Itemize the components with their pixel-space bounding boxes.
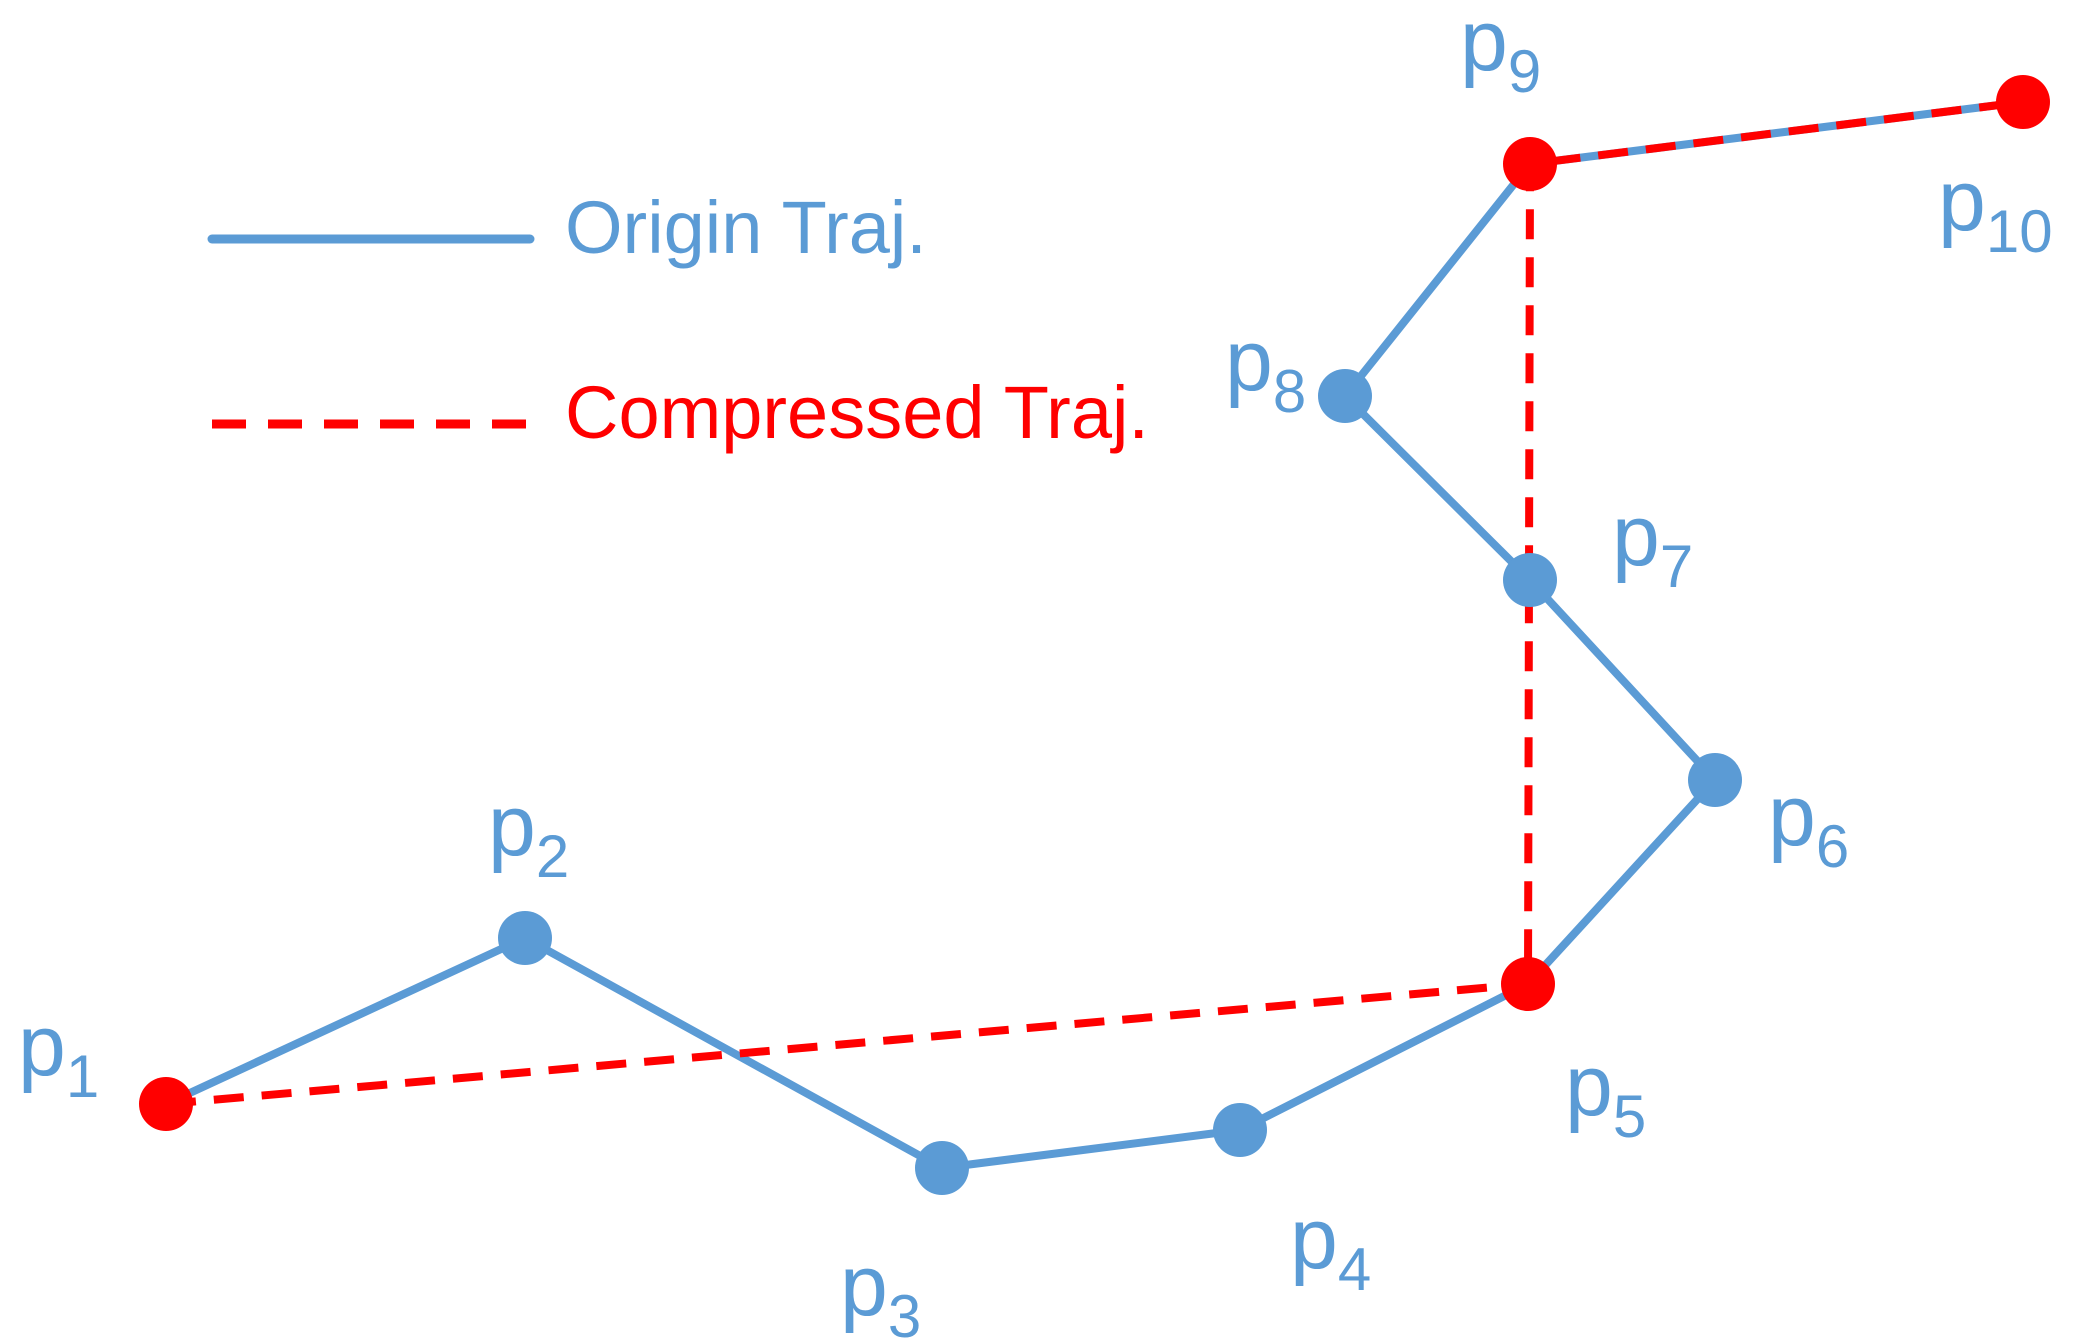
point-label-subscript: 1 <box>66 1043 99 1110</box>
point-marker-p7 <box>1503 553 1557 607</box>
point-label-p8: p8 <box>1225 313 1306 425</box>
point-label-base: p <box>1768 768 1816 864</box>
legend: Origin Traj. Compressed Traj. <box>207 186 1149 454</box>
point-label-p6: p6 <box>1768 768 1849 880</box>
point-label-base: p <box>18 998 66 1094</box>
point-label-subscript: 7 <box>1660 533 1693 600</box>
point-label-base: p <box>1225 313 1273 409</box>
point-marker-p6 <box>1688 753 1742 807</box>
point-label-p4: p4 <box>1290 1191 1371 1303</box>
point-label-base: p <box>1290 1191 1338 1287</box>
point-label-p3: p3 <box>840 1238 921 1340</box>
trajectory-points <box>139 75 2050 1195</box>
point-marker-p8 <box>1318 369 1372 423</box>
point-label-base: p <box>1938 153 1986 249</box>
point-label-subscript: 5 <box>1613 1083 1646 1150</box>
point-label-base: p <box>1612 488 1660 584</box>
point-label-p5: p5 <box>1565 1038 1646 1150</box>
point-label-base: p <box>1565 1038 1613 1134</box>
compressed-trajectory-line <box>165 98 2024 1108</box>
point-label-base: p <box>840 1238 888 1334</box>
point-label-subscript: 9 <box>1508 38 1541 105</box>
point-label-p2: p2 <box>488 778 569 890</box>
point-marker-p2 <box>498 911 552 965</box>
legend-origin-label: Origin Traj. <box>565 186 927 269</box>
point-label-p9: p9 <box>1460 0 1541 105</box>
point-marker-p1 <box>139 1077 193 1131</box>
legend-compressed-label: Compressed Traj. <box>565 371 1149 454</box>
point-label-base: p <box>1460 0 1508 89</box>
point-marker-p5 <box>1501 957 1555 1011</box>
point-label-subscript: 2 <box>536 823 569 890</box>
point-label-subscript: 10 <box>1986 198 2053 265</box>
point-marker-p3 <box>915 1141 969 1195</box>
point-label-p7: p7 <box>1612 488 1693 600</box>
origin-trajectory-line <box>164 98 2024 1172</box>
point-marker-p10 <box>1996 75 2050 129</box>
point-label-p1: p1 <box>18 998 99 1110</box>
point-marker-p4 <box>1213 1103 1267 1157</box>
point-label-subscript: 6 <box>1816 813 1849 880</box>
point-label-subscript: 8 <box>1273 358 1306 425</box>
point-label-base: p <box>488 778 536 874</box>
point-label-subscript: 3 <box>888 1283 921 1340</box>
point-label-subscript: 4 <box>1338 1236 1371 1303</box>
point-marker-p9 <box>1503 137 1557 191</box>
point-label-p10: p10 <box>1938 153 2053 265</box>
